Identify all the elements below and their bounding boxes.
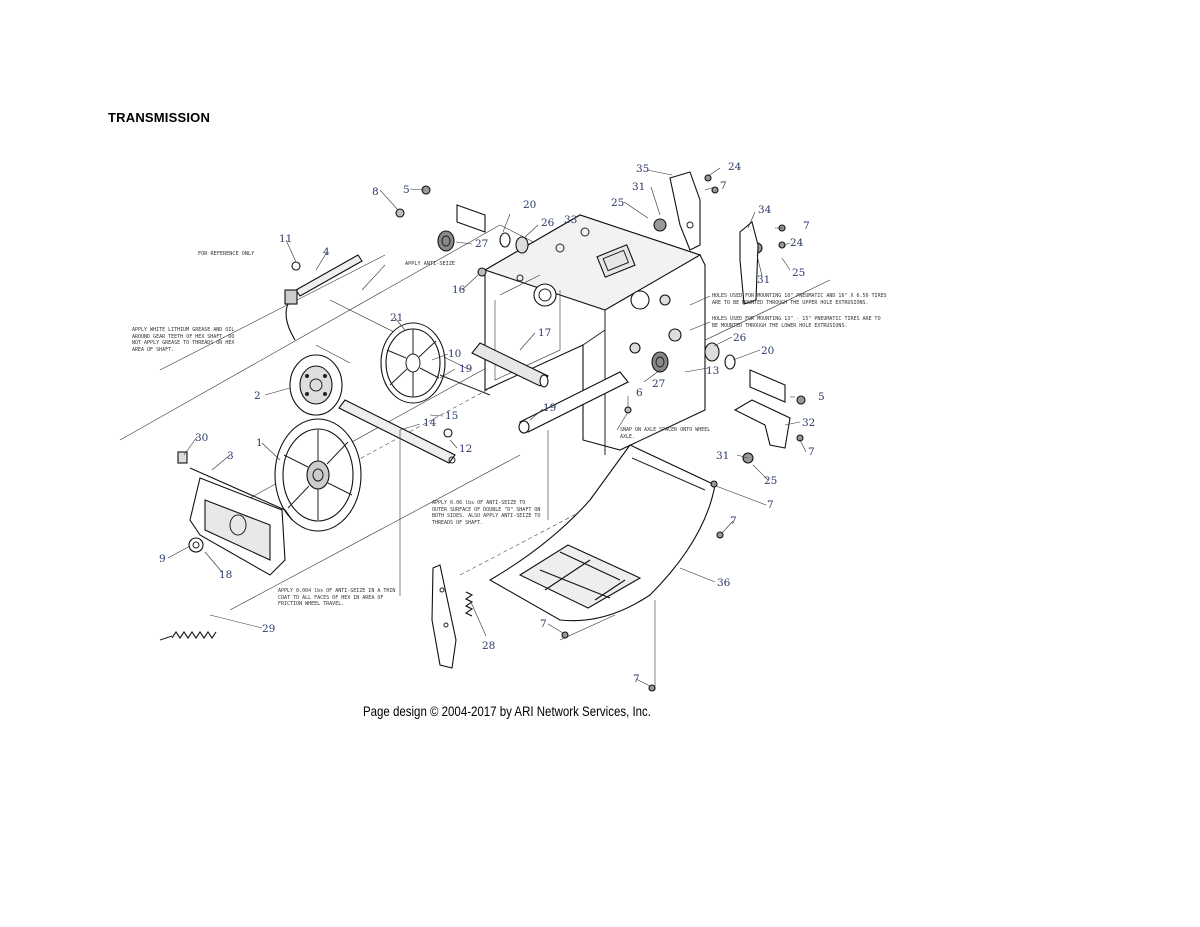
callout-7f: 7 [540,618,547,630]
callout-8: 8 [372,186,379,198]
callout-13: 13 [706,365,719,377]
callout-36: 36 [717,577,731,589]
friction-wheel-hub [289,354,343,416]
callout-18: 18 [219,569,232,581]
callout-19: 19 [459,363,472,375]
callout-7c: 7 [808,446,815,458]
callout-11: 11 [279,233,292,245]
callout-27: 27 [475,238,488,250]
callout-21: 21 [390,312,403,324]
callout-3: 3 [227,450,234,462]
callout-leaders [167,167,807,687]
note-reference: FOR REFERENCE ONLY [198,251,255,257]
callout-28: 28 [482,640,495,652]
note-holes-lower: HOLES USED FOR MOUNTING 13" - 15" PNEUMA… [712,316,881,329]
drive-pulley [274,418,362,532]
fasteners [291,174,806,692]
side-plate [431,564,457,669]
callout-25: 25 [611,197,624,209]
callout-20b: 20 [761,345,774,357]
callout-12: 12 [459,443,472,455]
note-anti-seize-friction: APPLY 0.004 lbs OF ANTI-SEIZE IN A THIN … [278,588,396,607]
callout-31c: 31 [716,450,729,462]
callout-34: 34 [758,204,772,216]
callout-7: 7 [720,180,727,192]
callout-2: 2 [254,390,261,402]
wheel-axle [518,371,629,434]
callout-26b: 26 [733,332,747,344]
callout-24: 24 [728,161,742,173]
callout-27b: 27 [652,378,665,390]
hex-shaft [471,342,549,388]
callout-25c: 25 [764,475,777,487]
callout-31: 31 [632,181,645,193]
bottom-cover [488,444,716,622]
callout-6: 6 [636,387,643,399]
callout-29: 29 [262,623,275,635]
callout-7b: 7 [803,220,810,232]
callout-35: 35 [636,163,649,175]
callout-19b: 19 [543,402,556,414]
callout-16: 16 [452,284,466,296]
shift-bracket [177,451,293,576]
copyright-credit: Page design © 2004-2017 by ARI Network S… [363,703,651,719]
spring-28 [464,591,474,617]
note-anti-seize-axle: APPLY 0.06 lbs OF ANTI-SEIZE TO OUTER SU… [432,500,541,526]
bracket-32 [733,399,791,449]
callout-15: 15 [445,410,458,422]
callout-32: 32 [802,417,815,429]
callout-1: 1 [256,437,263,449]
callout-7d: 7 [767,499,774,511]
spring-29 [159,631,217,641]
shift-rod [284,254,363,341]
note-holes-upper: HOLES USED FOR MOUNTING 18" PNEUMATIC AN… [712,293,887,306]
callout-numbers: 1 2 3 4 5 5 6 7 7 7 7 7 7 7 8 9 10 11 12… [159,161,825,685]
note-anti-seize-top: APPLY ANTI-SEIZE [405,261,455,267]
bracket-34 [739,221,759,305]
callout-9: 9 [159,553,166,565]
callout-5b: 5 [818,391,825,403]
callout-10: 10 [448,348,461,360]
note-lithium-grease: APPLY WHITE LITHIUM GREASE AND OIL AROUN… [132,327,235,353]
callout-20: 20 [523,199,536,211]
callout-4: 4 [323,246,330,258]
callout-33: 33 [564,214,577,226]
note-snap-axle: SNAP ON AXLE SPACER ONTO WHEEL AXLE. [620,427,711,440]
page-title: TRANSMISSION [108,110,211,125]
drive-gear [380,322,491,404]
callout-7e: 7 [730,515,737,527]
bracket-35 [669,171,701,251]
callout-31b: 31 [757,274,770,286]
instruction-notes: FOR REFERENCE ONLY APPLY ANTI-SEIZE APPL… [132,251,887,607]
callout-25b: 25 [792,267,805,279]
callout-14: 14 [423,417,437,429]
transmission-housing [483,214,706,455]
callout-30: 30 [195,432,208,444]
friction-shaft [338,399,456,464]
callout-26: 26 [541,217,555,229]
callout-17: 17 [538,327,551,339]
callout-24b: 24 [790,237,804,249]
callout-5: 5 [403,184,410,196]
callout-7g: 7 [633,673,640,685]
